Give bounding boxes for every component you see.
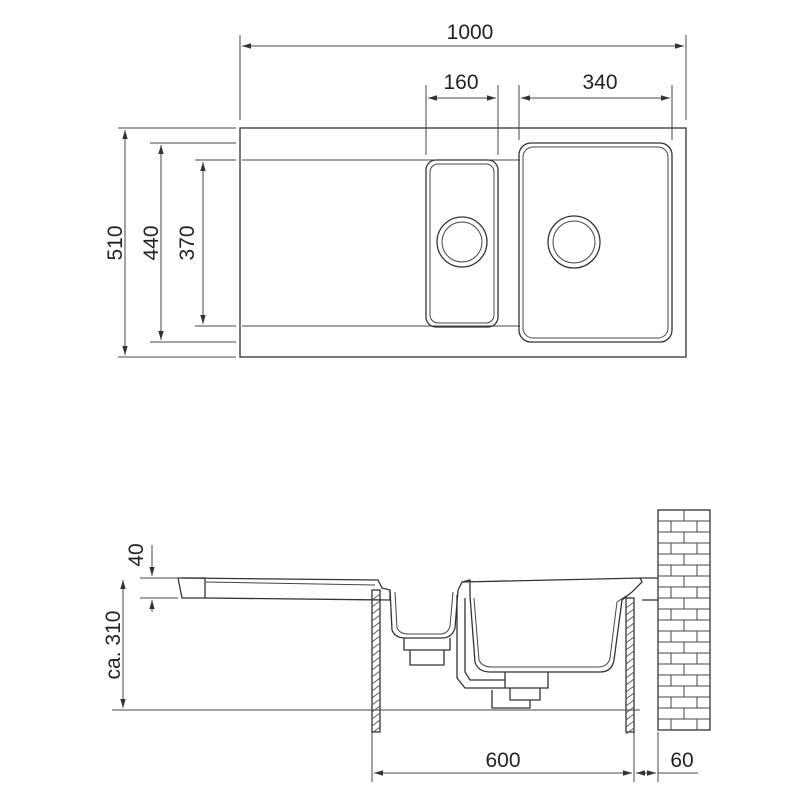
cabinet-left-wall bbox=[371, 589, 381, 733]
inner-depth-label: 440 bbox=[140, 225, 163, 260]
plan-view: 1000 160 340 510 440 bbox=[104, 21, 687, 358]
overall-width-label: 1000 bbox=[447, 21, 494, 44]
small-drain-section bbox=[403, 638, 451, 666]
small-bowl-width-label: 160 bbox=[443, 71, 478, 94]
brick-wall bbox=[657, 509, 711, 731]
rim-height-label: 40 bbox=[125, 543, 148, 566]
cabinet-width-label: 600 bbox=[485, 749, 520, 772]
dim-rim-height: 40 bbox=[125, 543, 178, 612]
countertop-left bbox=[177, 577, 206, 599]
dim-large-bowl: 340 bbox=[518, 71, 673, 140]
bowl-depth-label: 370 bbox=[176, 225, 199, 260]
overall-depth-label: 510 bbox=[104, 225, 127, 260]
large-bowl bbox=[518, 142, 673, 343]
installation-depth-label: ca. 310 bbox=[102, 611, 125, 680]
sink-outline bbox=[239, 127, 687, 358]
wall-gap-label: 60 bbox=[670, 749, 693, 772]
drainer-section bbox=[181, 577, 391, 601]
small-bowl-profile bbox=[389, 589, 459, 639]
small-bowl-drain bbox=[436, 216, 488, 268]
drainer-area bbox=[242, 159, 520, 327]
dim-inner-depth: 440 bbox=[140, 142, 236, 343]
dim-small-bowl: 160 bbox=[425, 71, 499, 155]
dim-cabinet-width: 600 bbox=[371, 732, 635, 782]
dim-wall-gap: 60 bbox=[636, 732, 698, 782]
small-bowl bbox=[425, 159, 499, 328]
large-drain-section bbox=[504, 672, 549, 701]
large-bowl-drain bbox=[547, 215, 601, 269]
siphon-pipe bbox=[456, 595, 505, 689]
dim-installation-depth: ca. 310 bbox=[102, 580, 640, 711]
large-bowl-width-label: 340 bbox=[582, 71, 617, 94]
large-bowl-profile bbox=[469, 591, 633, 673]
dim-bowl-depth: 370 bbox=[176, 159, 236, 327]
dim-overall-width: 1000 bbox=[239, 21, 687, 120]
dim-overall-depth: 510 bbox=[104, 127, 236, 358]
section-view: 40 ca. 310 600 60 bbox=[102, 509, 711, 782]
